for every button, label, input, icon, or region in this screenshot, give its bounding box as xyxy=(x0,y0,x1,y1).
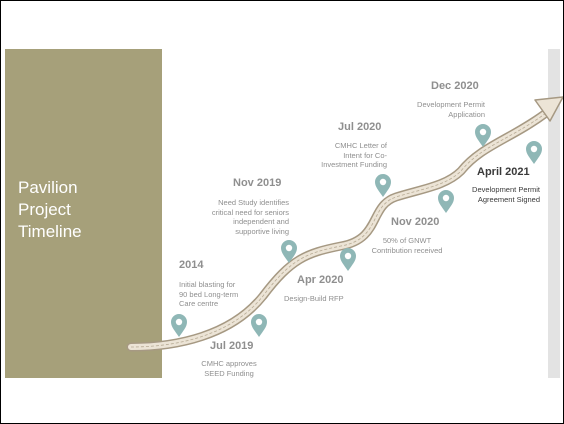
event-desc-line: CMHC approves xyxy=(201,359,257,368)
event-desc-nov-2019: Need Study identifies critical need for … xyxy=(187,198,289,236)
marker-pin-icon-jul-2019 xyxy=(251,314,267,337)
event-desc-line: critical need for seniors xyxy=(211,207,289,217)
event-desc-line: Agreement Signed xyxy=(477,194,540,204)
title-line-1: Pavilion xyxy=(18,178,78,197)
title-panel xyxy=(5,49,162,378)
marker-pin-icon-apr-2021 xyxy=(526,141,542,164)
event-date-jul-2020: Jul 2020 xyxy=(338,121,382,133)
event-desc-dec-2020: Development Permit Application xyxy=(399,100,485,119)
event-date-jul-2019: Jul 2019 xyxy=(210,340,254,352)
event-date-dec-2020: Dec 2020 xyxy=(431,80,479,92)
event-desc-line: CMHC Letter of xyxy=(334,141,387,150)
event-desc-line: supportive living xyxy=(235,226,289,236)
event-desc-jul-2019: CMHC approves SEED Funding xyxy=(189,359,269,378)
event-desc-line: Care centre xyxy=(179,299,219,308)
event-desc-line: Development Permit xyxy=(417,100,485,109)
event-desc-jul-2020: CMHC Letter of Intent for Co- Investment… xyxy=(301,141,387,170)
event-desc-line: Intent for Co- xyxy=(343,150,387,160)
title-line-2: Project xyxy=(18,200,71,219)
event-desc-nov-2020: 50% of GNWT Contribution received xyxy=(365,236,449,255)
event-desc-line: Initial blasting for xyxy=(179,280,236,289)
event-desc-line: Investment Funding xyxy=(321,160,387,169)
event-desc-line: SEED Funding xyxy=(204,368,254,378)
title-line-3: Timeline xyxy=(18,222,82,241)
event-date-nov-2019: Nov 2019 xyxy=(233,177,282,189)
event-date-2014: 2014 xyxy=(179,259,204,271)
event-desc-line: Design-Build RFP xyxy=(284,294,344,303)
event-desc-line: 50% of GNWT xyxy=(382,236,432,245)
event-desc-line: 90 bed Long-term xyxy=(179,289,239,299)
right-edge-bar xyxy=(548,49,560,378)
event-desc-2014: Initial blasting for 90 bed Long-term Ca… xyxy=(179,280,269,309)
slide-title: Pavilion Project Timeline xyxy=(18,177,148,243)
marker-pin-icon-nov-2020 xyxy=(438,190,454,213)
event-date-apr-2021: April 2021 xyxy=(477,166,530,178)
event-desc-apr-2021: Development Permit Agreement Signed xyxy=(456,185,540,204)
road-centerline xyxy=(130,112,547,348)
event-desc-line: Contribution received xyxy=(371,245,443,255)
event-desc-line: Need Study identifies xyxy=(218,198,289,207)
road-arrowhead xyxy=(534,96,563,122)
event-desc-line: Development Permit xyxy=(472,185,540,194)
marker-pin-icon-2014 xyxy=(171,314,187,337)
event-date-nov-2020: Nov 2020 xyxy=(391,216,440,228)
event-desc-line: independent and xyxy=(233,217,289,226)
event-desc-apr-2020: Design-Build RFP xyxy=(284,294,364,304)
marker-pin-icon-jul-2020 xyxy=(375,174,391,197)
event-desc-line: Application xyxy=(448,109,485,119)
marker-pin-icon-apr-2020 xyxy=(340,248,356,271)
event-date-apr-2020: Apr 2020 xyxy=(297,274,344,286)
